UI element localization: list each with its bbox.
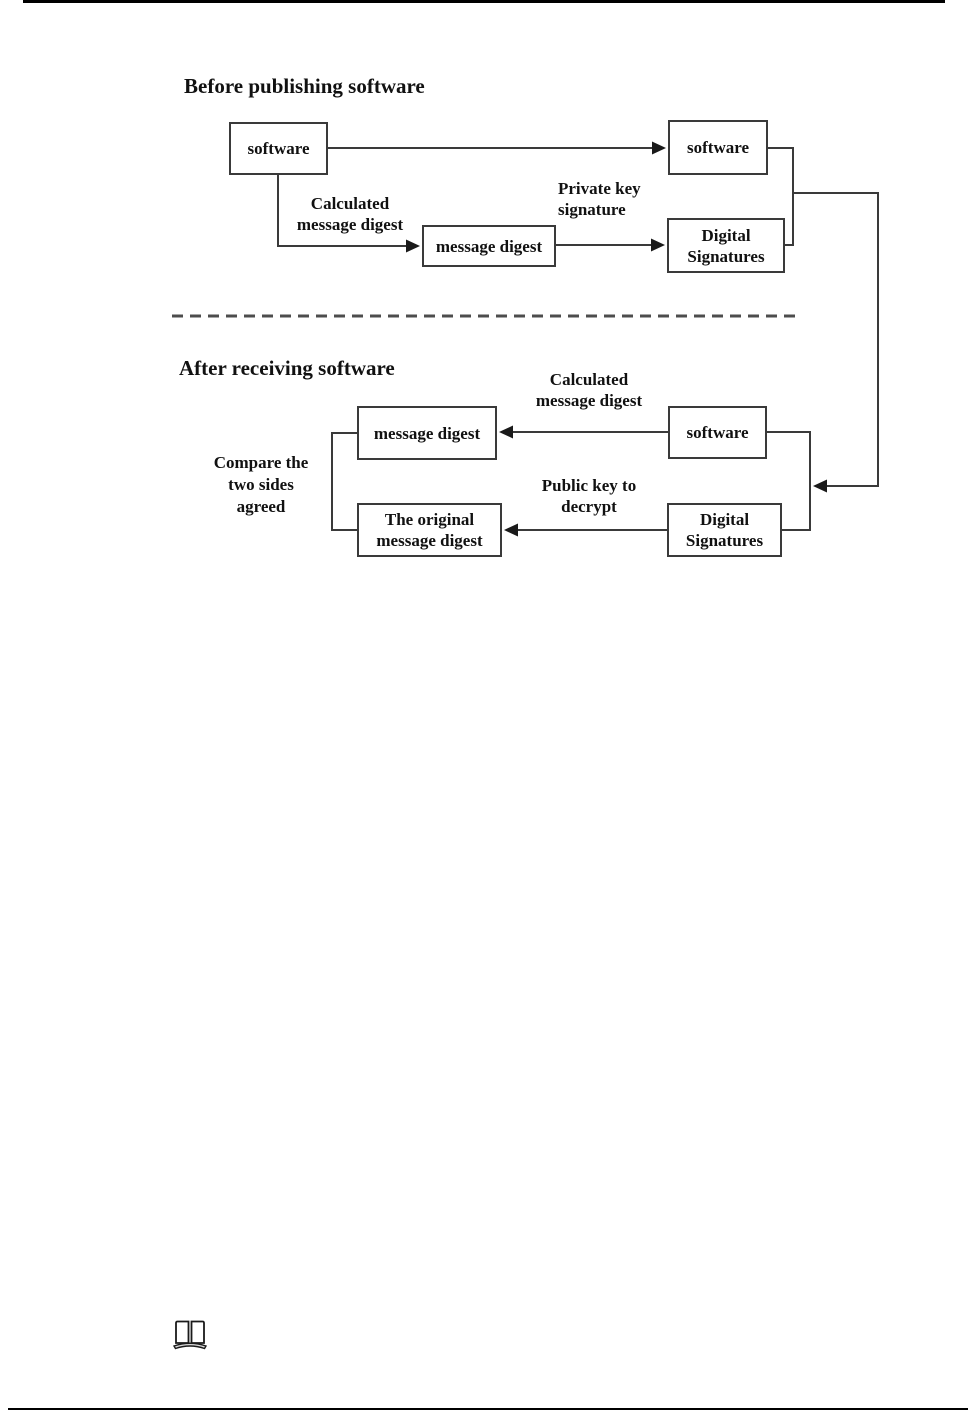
page-footer-rule [8, 1408, 968, 1410]
box-original-message-digest: The original message digest [357, 503, 502, 557]
label-compare-two-sides-agreed: Compare the two sides agreed [213, 453, 309, 516]
arrowhead-into-digital-signatures [651, 238, 665, 252]
box-digital-signatures-before: Digital Signatures [667, 218, 785, 273]
page-header-rule [23, 0, 945, 3]
label-calculated-message-digest-after: Calculated message digest [535, 370, 643, 410]
open-book-icon [172, 1320, 208, 1350]
label-public-key-to-decrypt: Public key to decrypt [541, 476, 637, 516]
box-software-received: software [668, 406, 767, 459]
line-before-right-joiner [768, 147, 794, 246]
line-transfer-connector [793, 192, 879, 487]
box-digital-signatures-after: Digital Signatures [667, 503, 782, 557]
line-software-to-message-digest [277, 175, 408, 247]
box-software-source: software [229, 122, 328, 175]
arrowhead-into-original-digest [504, 523, 518, 537]
box-message-digest-after: message digest [357, 406, 497, 460]
section-title-before-publishing: Before publishing software [184, 74, 425, 98]
line-compare-bracket [331, 432, 357, 531]
section-title-after-receiving: After receiving software [179, 356, 395, 380]
label-calculated-message-digest-before: Calculated message digest [296, 194, 404, 234]
arrowhead-into-message-digest-after [499, 425, 513, 439]
arrowhead-into-message-digest [406, 239, 420, 253]
line-after-right-joiner [767, 431, 811, 531]
arrowhead-into-software-dest [652, 141, 666, 155]
arrowhead-transfer-into-after [813, 479, 827, 493]
label-private-key-signature: Private key signature [558, 179, 641, 219]
box-message-digest-before: message digest [422, 225, 556, 267]
box-software-destination: software [668, 120, 768, 175]
